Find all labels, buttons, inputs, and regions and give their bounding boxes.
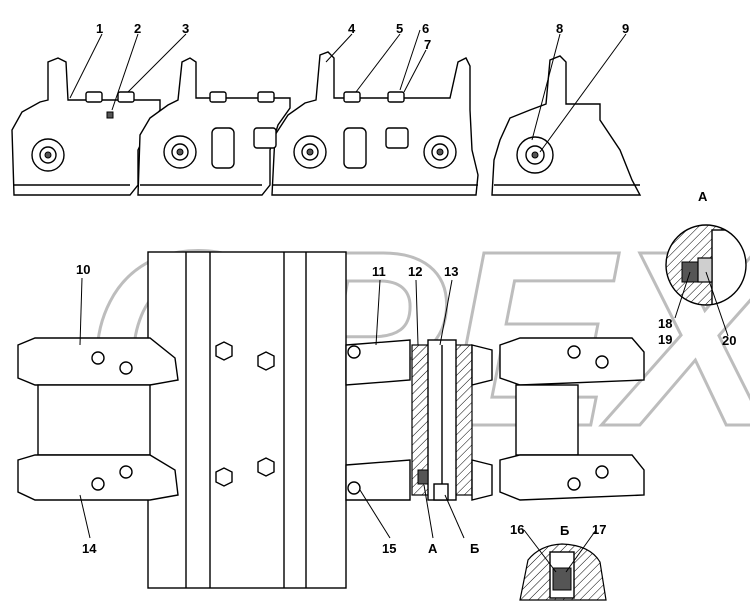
track-link-middle-1 bbox=[137, 57, 291, 196]
left-link-assembly bbox=[17, 337, 179, 501]
track-link-middle-2 bbox=[271, 51, 479, 196]
link-window bbox=[343, 127, 367, 169]
callout-5: 5 bbox=[396, 21, 403, 36]
pin-plug bbox=[433, 483, 449, 501]
callout-4: 4 bbox=[348, 21, 356, 36]
pin-joint-2 bbox=[163, 135, 197, 169]
nut-marker bbox=[106, 111, 114, 119]
leader-lines bbox=[69, 29, 729, 573]
callout-7: 7 bbox=[424, 37, 431, 52]
section-marker-a: А bbox=[428, 541, 438, 556]
section-marker-b: Б bbox=[470, 541, 479, 556]
callout-11: 11 bbox=[372, 264, 386, 279]
callout-19: 19 bbox=[658, 332, 672, 347]
callout-14: 14 bbox=[82, 541, 97, 556]
callout-10: 10 bbox=[76, 262, 90, 277]
callout-13: 13 bbox=[444, 264, 458, 279]
track-link-right bbox=[491, 55, 642, 196]
seal-ring bbox=[417, 469, 429, 485]
pin-joint-3 bbox=[293, 135, 327, 169]
plate-bolts bbox=[215, 341, 275, 487]
callout-18: 18 bbox=[658, 316, 672, 331]
detail-a: А bbox=[665, 189, 747, 306]
detail-b: Б bbox=[519, 523, 607, 601]
track-side-view bbox=[11, 51, 642, 196]
shoe-plate-plan bbox=[147, 251, 347, 589]
right-link-assembly bbox=[499, 337, 645, 501]
callouts: 1 2 3 4 5 6 7 8 9 10 11 12 13 14 15 16 1… bbox=[76, 21, 736, 556]
callout-17: 17 bbox=[592, 522, 606, 537]
shoe-plate bbox=[147, 251, 347, 589]
pin-joint-4 bbox=[423, 135, 457, 169]
callout-20: 20 bbox=[722, 333, 736, 348]
callout-12: 12 bbox=[408, 264, 422, 279]
detail-a-title: А bbox=[698, 189, 708, 204]
callout-3: 3 bbox=[182, 21, 189, 36]
pin-joint-1 bbox=[31, 138, 65, 172]
callout-6: 6 bbox=[422, 21, 429, 36]
center-link-assembly bbox=[345, 339, 493, 501]
callout-15: 15 bbox=[382, 541, 396, 556]
callout-9: 9 bbox=[622, 21, 629, 36]
bolt-heads bbox=[85, 91, 405, 103]
callout-8: 8 bbox=[556, 21, 563, 36]
link-window bbox=[253, 127, 277, 149]
callout-2: 2 bbox=[134, 21, 141, 36]
track-link-left bbox=[11, 57, 161, 196]
link-window bbox=[211, 127, 235, 169]
callout-16: 16 bbox=[510, 522, 524, 537]
callout-1: 1 bbox=[96, 21, 103, 36]
link-window bbox=[385, 127, 409, 149]
detail-b-title: Б bbox=[560, 523, 569, 538]
